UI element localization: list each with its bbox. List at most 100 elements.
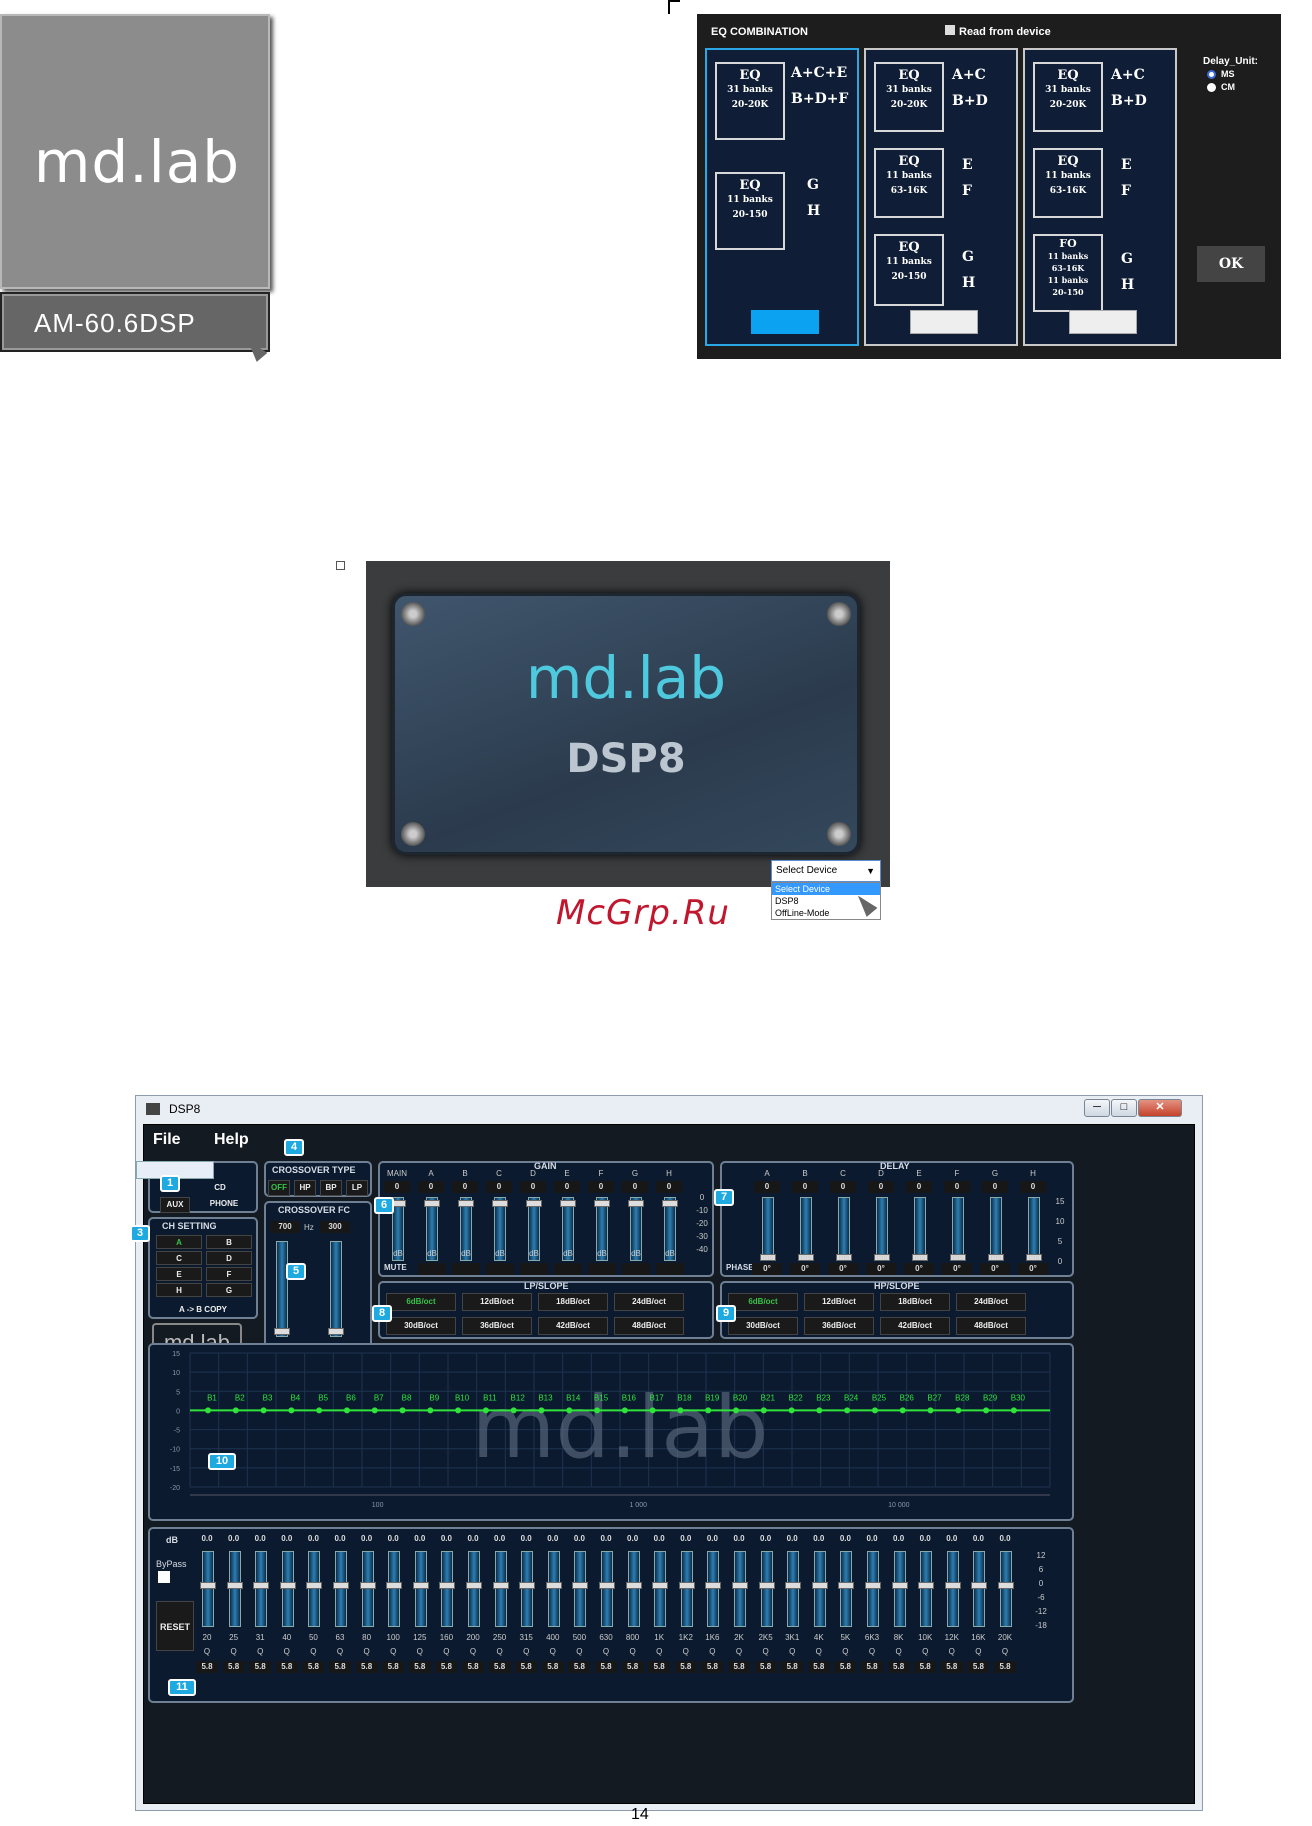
eq-band-fader[interactable] <box>678 1551 695 1627</box>
eq-gain-value[interactable]: 0.0 <box>600 1534 612 1543</box>
eq-q-value[interactable]: 5.8 <box>541 1661 564 1673</box>
source-phone-button[interactable]: PHONE <box>209 1199 239 1208</box>
eq-q-value[interactable]: 5.8 <box>674 1661 697 1673</box>
eq-gain-value[interactable]: 0.0 <box>387 1534 399 1543</box>
gain-fader[interactable] <box>594 1197 610 1261</box>
eq-q-value[interactable]: 5.8 <box>408 1661 431 1673</box>
hp-slope-24db-oct-button[interactable]: 24dB/oct <box>956 1293 1026 1311</box>
eq-gain-value[interactable]: 0.0 <box>547 1534 559 1543</box>
eq-band-fader[interactable] <box>705 1551 722 1627</box>
copy-button[interactable]: A -> B COPY <box>179 1305 227 1314</box>
eq-gain-value[interactable]: 0.0 <box>307 1534 319 1543</box>
eq-q-value[interactable]: 5.8 <box>994 1661 1016 1673</box>
fader-knob[interactable] <box>328 1328 344 1335</box>
gain-fader[interactable] <box>424 1197 440 1261</box>
fader-knob[interactable] <box>333 1582 349 1589</box>
fader-knob[interactable] <box>359 1582 376 1589</box>
eq-gain-value[interactable]: 0.0 <box>786 1534 798 1543</box>
fader-knob[interactable] <box>760 1254 776 1261</box>
eq-band-fader[interactable] <box>732 1551 748 1627</box>
gain-fader[interactable] <box>628 1197 644 1261</box>
eq-gain-value[interactable]: 0.0 <box>733 1534 745 1543</box>
gain-value[interactable]: 0 <box>384 1181 410 1193</box>
eq-gain-value[interactable]: 0.0 <box>839 1534 851 1543</box>
cm-radio[interactable] <box>1207 83 1216 92</box>
select-option-3-button[interactable] <box>1069 310 1137 334</box>
fader-knob[interactable] <box>412 1582 429 1589</box>
menu-file[interactable]: File <box>153 1131 181 1148</box>
delay-value[interactable]: 0 <box>868 1181 894 1193</box>
gain-value[interactable]: 0 <box>622 1181 648 1193</box>
eq-q-value[interactable]: 5.8 <box>515 1661 538 1673</box>
eq-gain-value[interactable]: 0.0 <box>972 1534 984 1543</box>
eq-gain-value[interactable]: 0.0 <box>520 1534 532 1543</box>
channel-button-a[interactable]: A <box>156 1235 202 1249</box>
eq-gain-value[interactable]: 0.0 <box>680 1534 692 1543</box>
fader-knob[interactable] <box>678 1582 695 1589</box>
fader-knob[interactable] <box>599 1582 615 1589</box>
fader-knob[interactable] <box>594 1200 610 1207</box>
eq-band-fader[interactable] <box>811 1551 828 1627</box>
eq-band-fader[interactable] <box>439 1551 456 1627</box>
eq-gain-value[interactable]: 0.0 <box>361 1534 373 1543</box>
fader-knob[interactable] <box>200 1582 216 1589</box>
fader-knob[interactable] <box>279 1582 296 1589</box>
fader-knob[interactable] <box>998 1582 1014 1589</box>
eq-gain-value[interactable]: 0.0 <box>254 1534 266 1543</box>
fader-knob[interactable] <box>758 1582 775 1589</box>
gain-value[interactable]: 0 <box>452 1181 478 1193</box>
gain-value[interactable]: 0 <box>418 1181 444 1193</box>
fader-knob[interactable] <box>526 1200 542 1207</box>
eq-band-fader[interactable] <box>998 1551 1014 1627</box>
eq-q-value[interactable]: 5.8 <box>329 1661 351 1673</box>
phase-button[interactable]: 0° <box>752 1263 782 1275</box>
delay-value[interactable]: 0 <box>944 1181 970 1193</box>
delay-value[interactable]: 0 <box>754 1181 780 1193</box>
eq-q-value[interactable]: 5.8 <box>568 1661 591 1673</box>
eq-gain-value[interactable]: 0.0 <box>201 1534 213 1543</box>
eq-band-fader[interactable] <box>625 1551 642 1627</box>
eq-q-value[interactable]: 5.8 <box>967 1661 990 1673</box>
fader-knob[interactable] <box>811 1582 828 1589</box>
fader-knob[interactable] <box>1026 1254 1042 1261</box>
eq-band-fader[interactable] <box>971 1551 988 1627</box>
gain-value[interactable]: 0 <box>486 1181 512 1193</box>
fader-knob[interactable] <box>625 1582 642 1589</box>
eq-q-value[interactable]: 5.8 <box>595 1661 617 1673</box>
fader-knob[interactable] <box>838 1582 855 1589</box>
fader-knob[interactable] <box>226 1582 243 1589</box>
fader-knob[interactable] <box>466 1582 482 1589</box>
eq-band-fader[interactable] <box>652 1551 669 1627</box>
eq-band-fader[interactable] <box>386 1551 403 1627</box>
delay-fader[interactable] <box>1026 1197 1042 1261</box>
eq-gain-value[interactable]: 0.0 <box>228 1534 240 1543</box>
delay-value[interactable]: 0 <box>906 1181 932 1193</box>
hp-slope-6db-oct-button[interactable]: 6dB/oct <box>728 1293 798 1311</box>
eq-band-fader[interactable] <box>466 1551 482 1627</box>
eq-band-fader[interactable] <box>279 1551 296 1627</box>
menu-help[interactable]: Help <box>214 1131 249 1148</box>
gain-fader[interactable] <box>390 1197 406 1261</box>
eq-gain-value[interactable]: 0.0 <box>440 1534 452 1543</box>
fader-knob[interactable] <box>439 1582 456 1589</box>
mute-button[interactable] <box>452 1263 480 1275</box>
mute-button[interactable] <box>486 1263 514 1275</box>
eq-band-fader[interactable] <box>492 1551 509 1627</box>
eq-q-value[interactable]: 5.8 <box>275 1661 298 1673</box>
eq-gain-value[interactable]: 0.0 <box>653 1534 665 1543</box>
lp-slope-30db-oct-button[interactable]: 30dB/oct <box>386 1317 456 1335</box>
phase-button[interactable]: 0° <box>866 1263 896 1275</box>
crossover-bp-button[interactable]: BP <box>320 1180 342 1196</box>
eq-q-value[interactable]: 5.8 <box>302 1661 325 1673</box>
gain-fader[interactable] <box>662 1197 678 1261</box>
eq-gain-value[interactable]: 0.0 <box>627 1534 639 1543</box>
fader-knob[interactable] <box>458 1200 474 1207</box>
select-device-dropdown[interactable]: Select Device ▼ <box>771 860 881 882</box>
source-cd-button[interactable]: CD <box>214 1183 226 1192</box>
eq-q-value[interactable]: 5.8 <box>196 1661 218 1673</box>
mute-button[interactable] <box>622 1263 650 1275</box>
eq-band-fader[interactable] <box>572 1551 589 1627</box>
eq-q-value[interactable]: 5.8 <box>807 1661 830 1673</box>
fader-knob[interactable] <box>944 1582 961 1589</box>
hp-slope-36db-oct-button[interactable]: 36dB/oct <box>804 1317 874 1335</box>
